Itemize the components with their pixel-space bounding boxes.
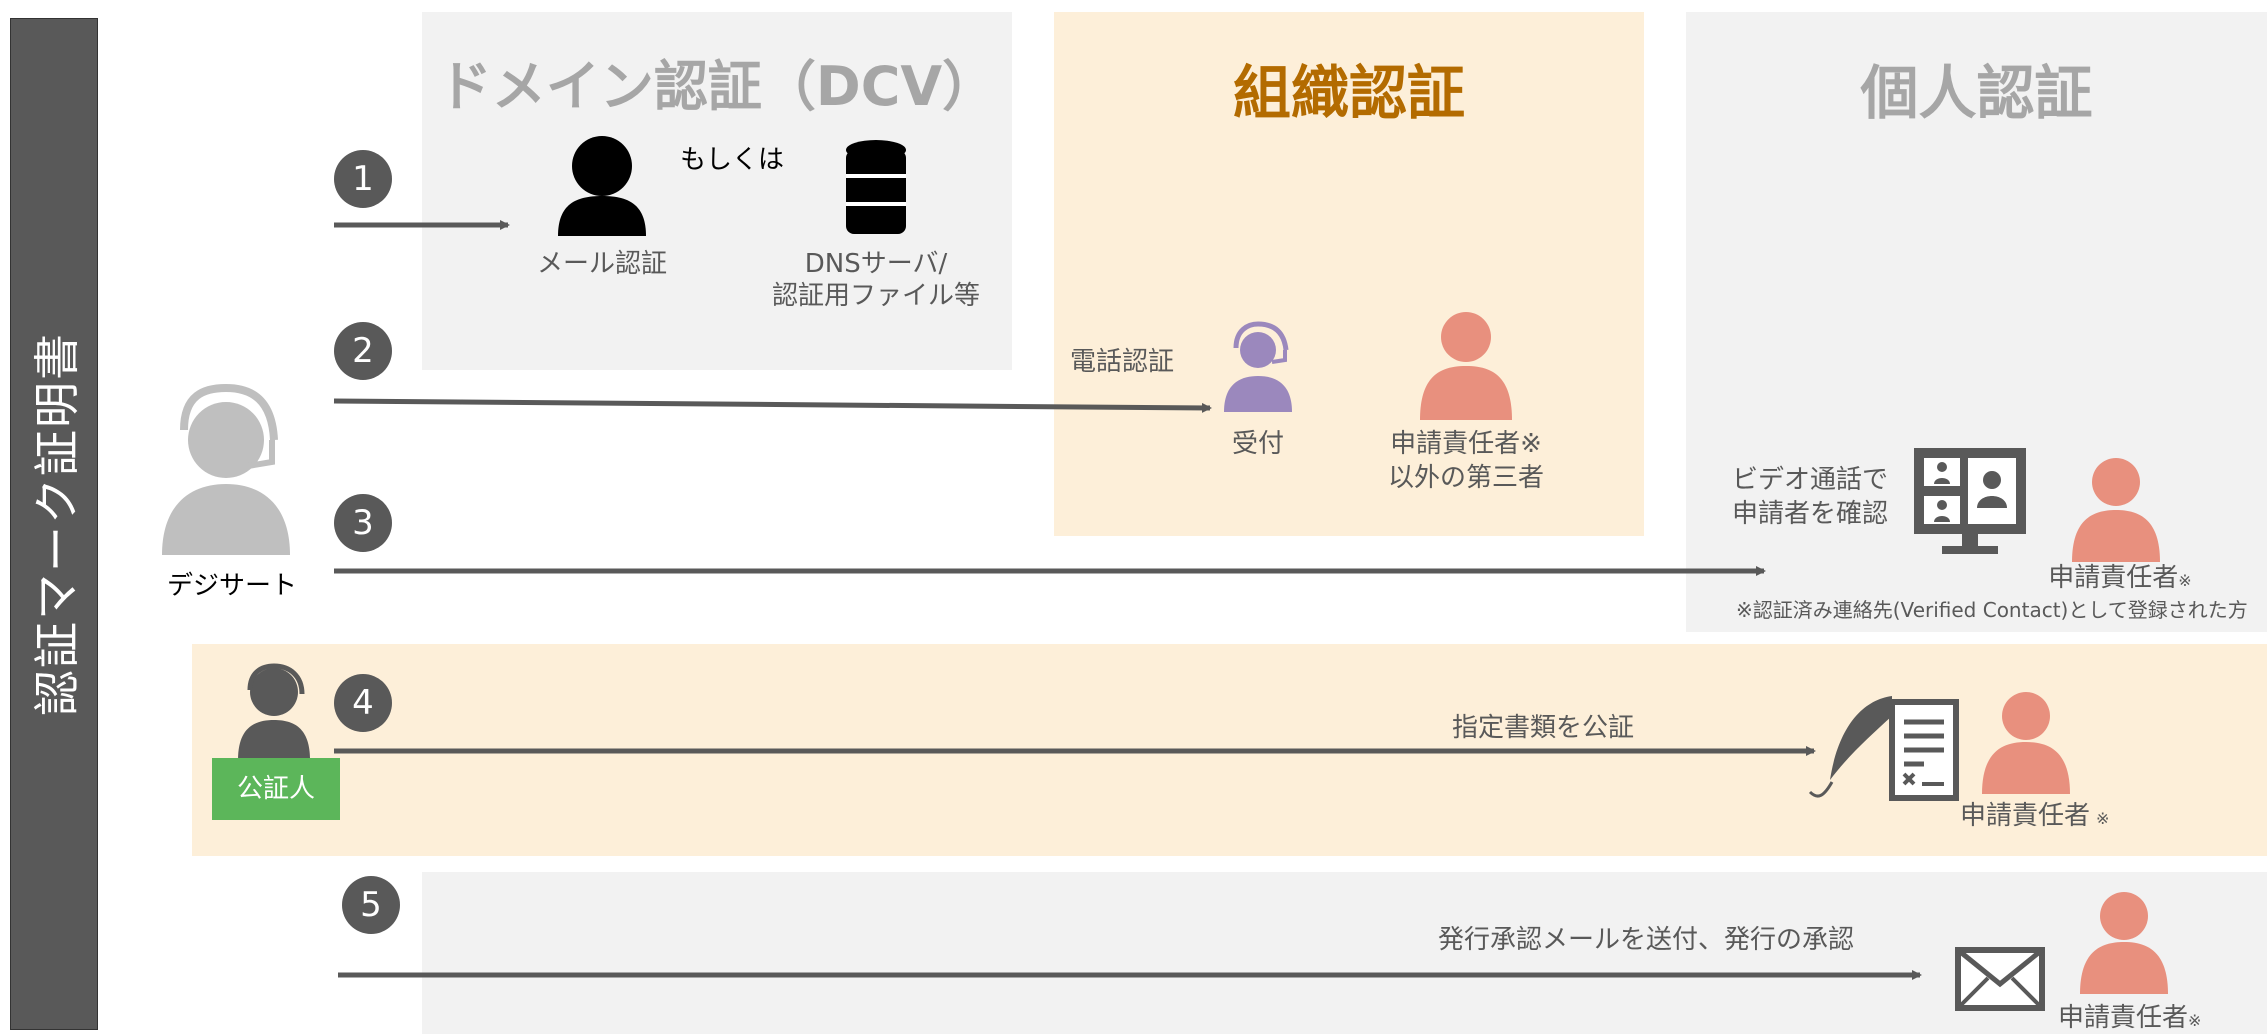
notary-badge: 公証人: [212, 758, 340, 820]
notary-applicant-text: 申請責任者: [1960, 801, 2091, 831]
notarized-document-icon: [1808, 696, 1959, 801]
notary-applicant-mark: ※: [2096, 809, 2110, 828]
individual-applicant-label: 申請責任者※: [2020, 562, 2220, 595]
step-2-badge: 2: [334, 322, 392, 380]
notary-applicant-label: 申請責任者 ※: [1960, 800, 2109, 833]
individual-applicant-text: 申請責任者: [2048, 563, 2179, 593]
mail-auth-label: メール認証: [536, 249, 667, 279]
approval-applicant-text: 申請責任者: [2058, 1003, 2189, 1033]
third-party-label-line1: 申請責任者※: [1390, 429, 1542, 459]
step-4-badge: 4: [334, 674, 392, 732]
envelope-icon: [1955, 947, 2045, 1011]
individual-title: 個人認証: [1860, 59, 2093, 127]
third-party-label-line2: 以外の第三者: [1387, 463, 1544, 493]
sidebar: 認証マーク証明書: [10, 18, 98, 1030]
reception-operator-icon: [1224, 321, 1292, 412]
approval-action-label: 発行承認メールを送付、発行の承認: [1438, 925, 1855, 955]
phone-auth-label: 電話認証: [1070, 347, 1175, 377]
digicert-operator-icon: [162, 383, 290, 555]
video-call-monitor-icon: [1914, 448, 2026, 554]
notary-action-label: 指定書類を公証: [1452, 713, 1635, 743]
individual-applicant-icon: [2072, 458, 2160, 562]
step-5-badge: 5: [342, 876, 400, 934]
verified-contact-footnote: ※認証済み連絡先(Verified Contact)として登録された方: [1736, 598, 2248, 622]
approval-applicant-mark: ※: [2188, 1011, 2202, 1030]
video-label-line2: 申請者を確認: [1731, 499, 1888, 529]
mail-auth-person-icon: [558, 136, 646, 236]
dcv-title: ドメイン認証（DCV）: [437, 55, 997, 118]
dns-label-line2: 認証用ファイル等: [771, 281, 980, 311]
individual-applicant-mark: ※: [2178, 571, 2192, 590]
org-title: 組織認証: [1232, 59, 1465, 127]
arrow-step-2: [333, 398, 1212, 413]
approval-applicant-icon: [2080, 892, 2168, 994]
digicert-label: デジサート: [166, 571, 297, 601]
reception-label: 受付: [1231, 429, 1284, 459]
or-label: もしくは: [680, 145, 785, 175]
step-1-badge: 1: [334, 150, 392, 208]
approval-applicant-label: 申請責任者※: [2058, 1002, 2201, 1035]
step-3-badge: 3: [334, 494, 392, 552]
notary-applicant-icon: [1982, 692, 2070, 794]
dns-label-line1: DNSサーバ/: [804, 249, 948, 279]
dcv-panel: [422, 12, 1012, 370]
notary-person-icon: [238, 663, 310, 760]
video-label-line1: ビデオ通話で: [1731, 465, 1888, 495]
database-icon: [846, 140, 906, 234]
third-party-person-icon: [1420, 312, 1512, 420]
org-panel: [1054, 12, 1644, 536]
